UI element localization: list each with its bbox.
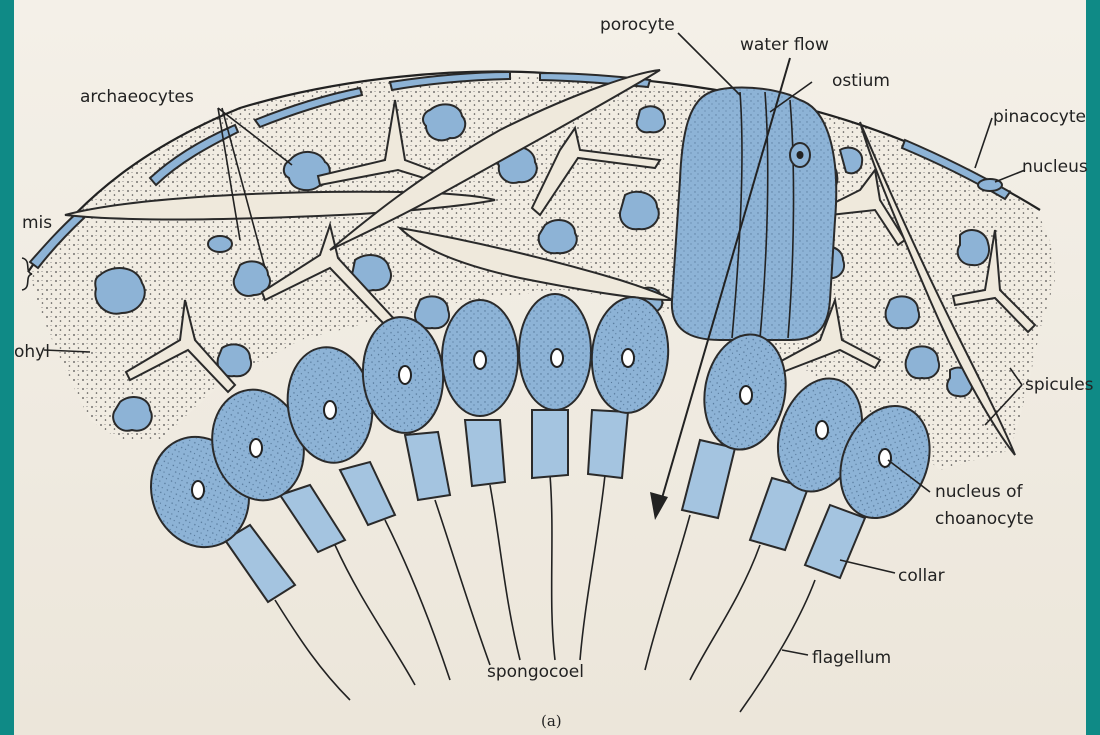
- label-mesohyl-fragment: ohyl: [14, 342, 50, 362]
- label-ostium: ostium: [832, 71, 890, 91]
- label-archaeocytes: archaeocytes: [80, 87, 194, 107]
- label-collar: collar: [898, 566, 945, 586]
- label-water-flow: water flow: [740, 35, 829, 55]
- label-nucleus-of-choanocyte-1: nucleus of: [935, 482, 1024, 502]
- choanocyte-7: [580, 294, 673, 660]
- figure-caption: (a): [541, 712, 562, 730]
- porocyte-cell: [672, 88, 836, 341]
- label-pinacocyte: pinacocyte: [993, 107, 1086, 127]
- label-nucleus-of-choanocyte-2: choanocyte: [935, 509, 1034, 529]
- label-nucleus: nucleus: [1022, 157, 1088, 177]
- label-epidermis-fragment: mis: [22, 213, 52, 233]
- label-flagellum: flagellum: [812, 648, 891, 668]
- label-porocyte: porocyte: [600, 15, 675, 35]
- choanocyte-5: [442, 300, 520, 660]
- label-spicules: spicules: [1025, 375, 1094, 395]
- choanocyte-6: [519, 294, 591, 660]
- label-spongocoel: spongocoel: [487, 662, 584, 682]
